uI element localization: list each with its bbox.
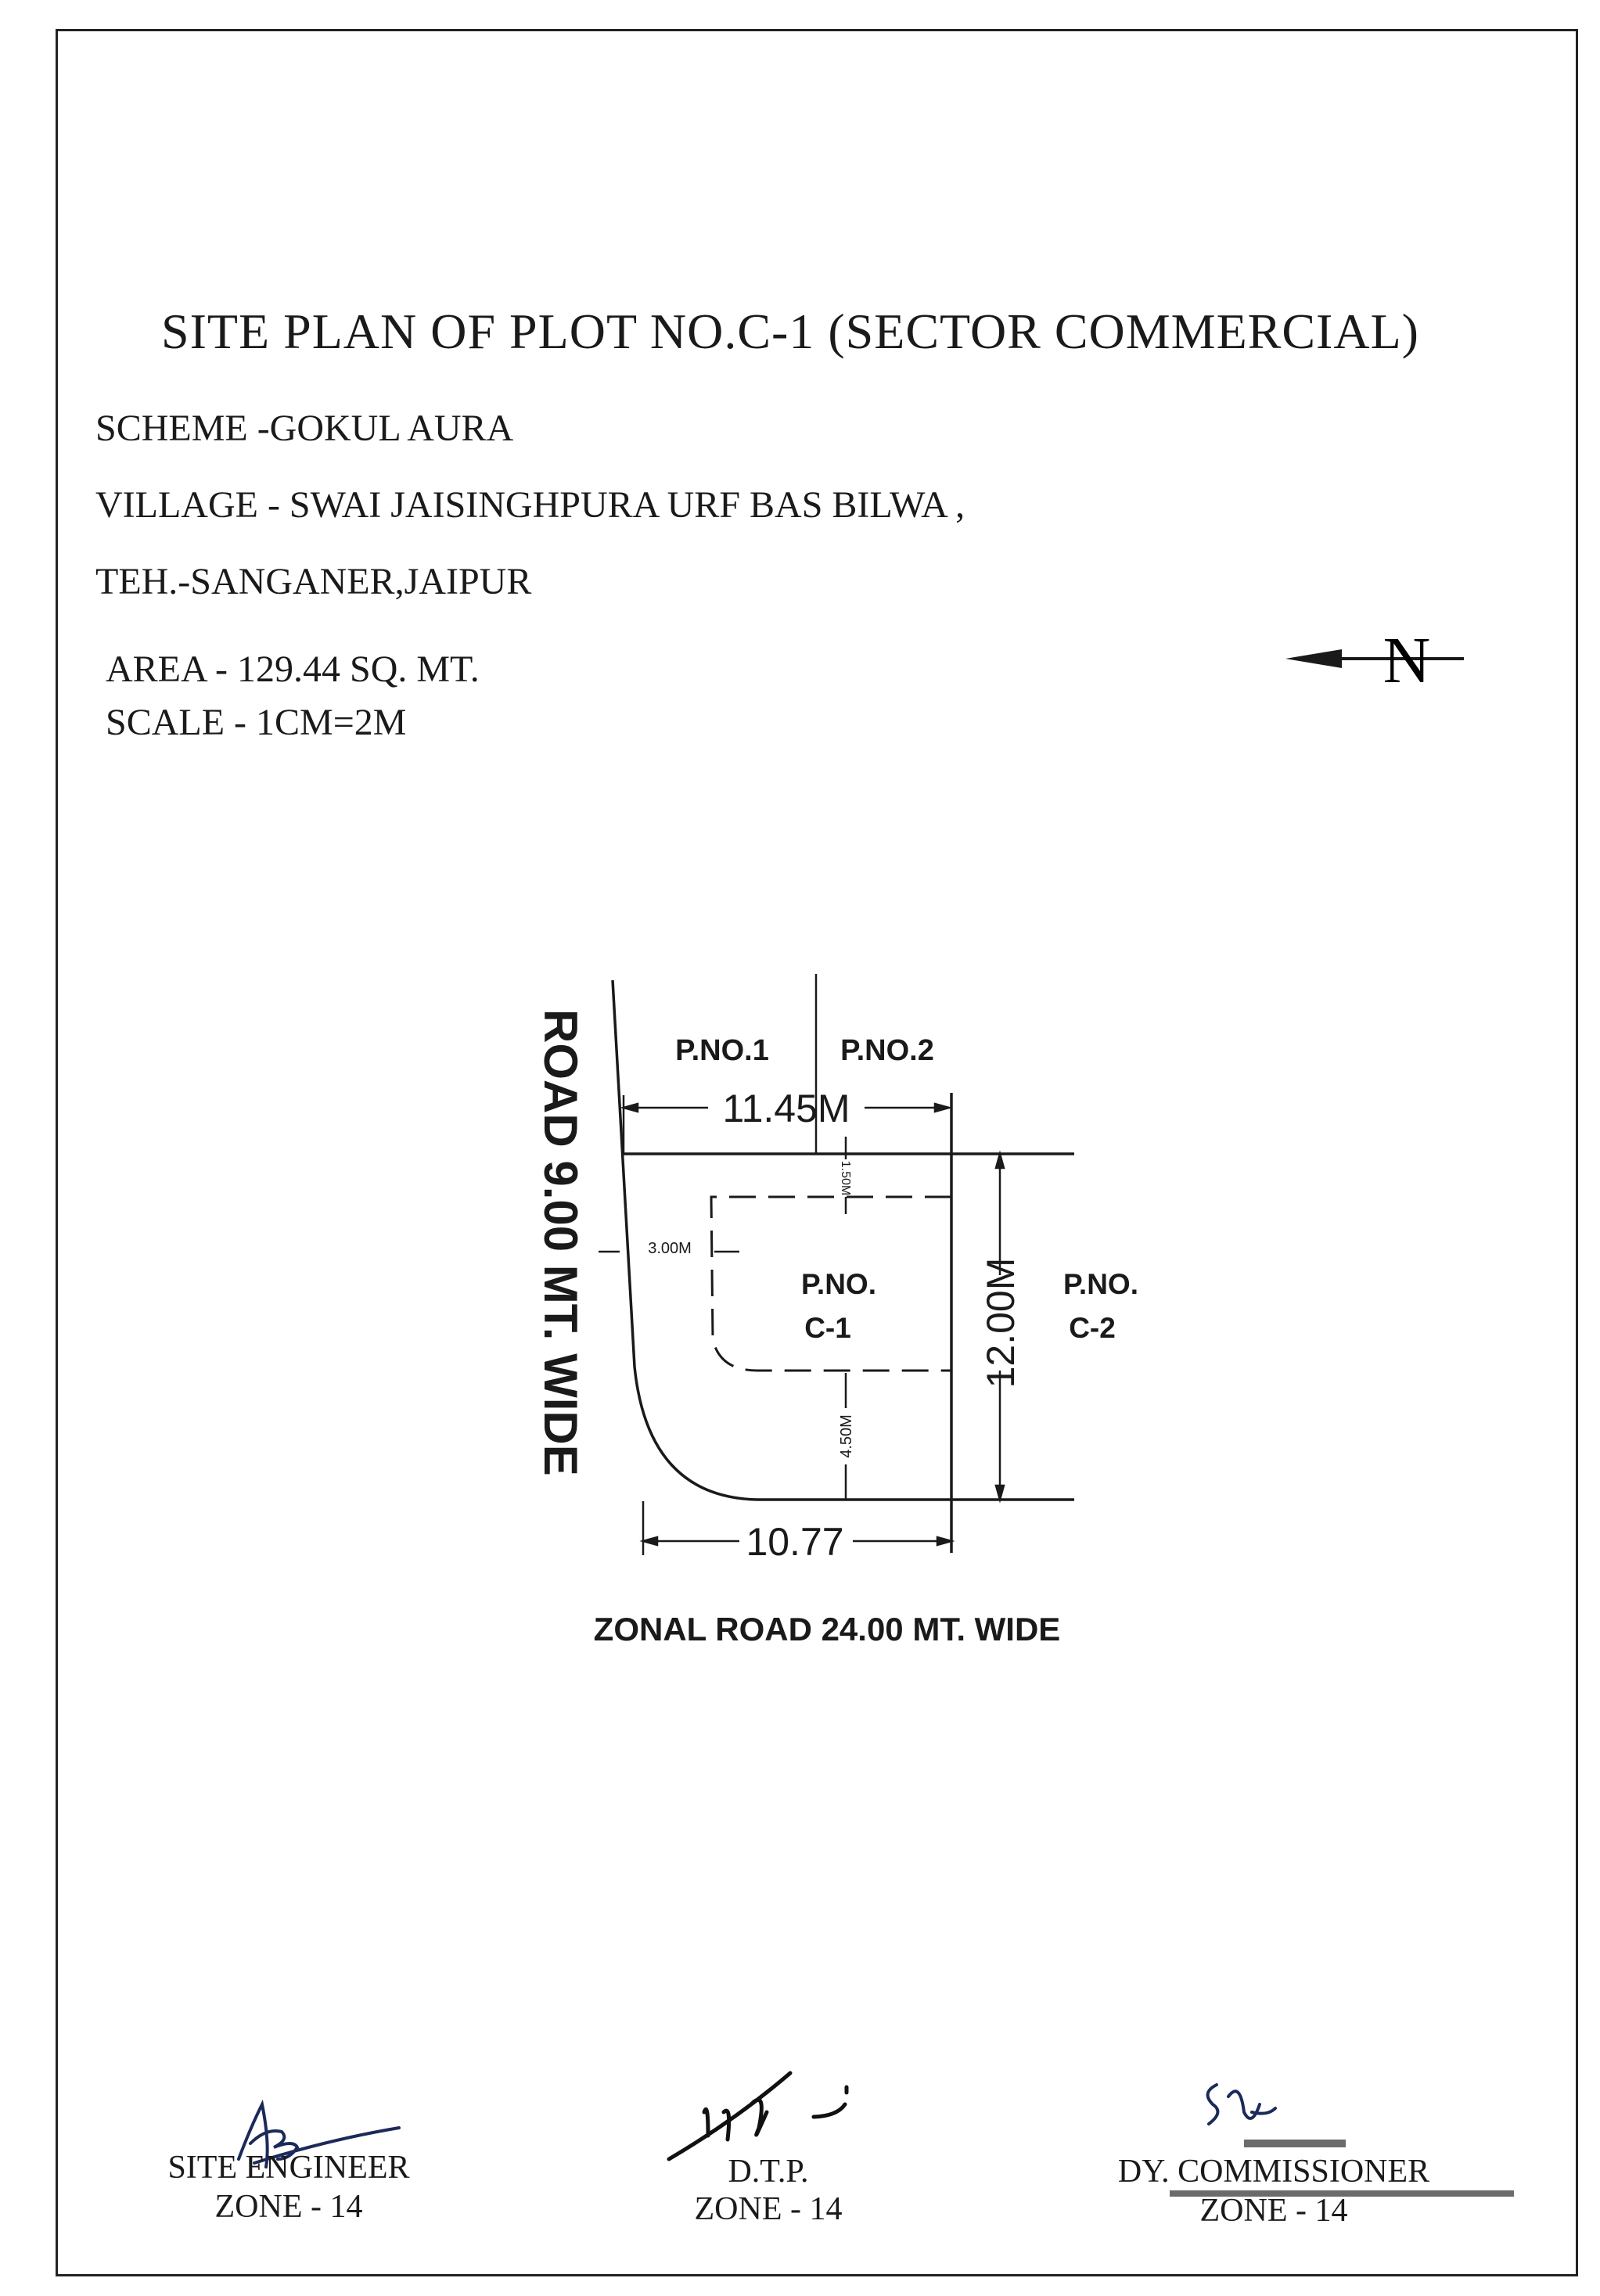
- setback-rear: 1.50M: [839, 1161, 852, 1195]
- scheme-line: SCHEME -GOKUL AURA: [95, 408, 514, 449]
- signatory-zone-site-engineer: ZONE - 14: [214, 2189, 363, 2225]
- plot-c2-number: C-2: [1069, 1312, 1116, 1344]
- signatory-title-site-engineer: SITE ENGINEER: [167, 2150, 410, 2186]
- signature-dy-commissioner: [1206, 2083, 1277, 2125]
- building-setback-line: [710, 1195, 951, 1372]
- dim-bottom: 10.77: [746, 1520, 843, 1564]
- dim-right: 12.00M: [979, 1258, 1023, 1389]
- dim-top: 11.45M: [722, 1087, 850, 1130]
- plot-c1-label: P.NO.: [801, 1268, 876, 1300]
- signatory-zone-dy-commissioner: ZONE - 14: [1199, 2193, 1348, 2229]
- setback-side: 3.00M: [648, 1240, 692, 1257]
- page-border: [56, 29, 1578, 2276]
- village-line: VILLAGE - SWAI JAISINGHPURA URF BAS BILW…: [95, 484, 965, 526]
- plot-c2-label: P.NO.: [1063, 1268, 1138, 1300]
- official-stamp: [1170, 2140, 1514, 2197]
- signatory-title-dtp: D.T.P.: [728, 2154, 809, 2190]
- signature-dtp: [667, 2071, 849, 2161]
- page-title: SITE PLAN OF PLOT NO.C-1 (SECTOR COMMERC…: [161, 304, 1419, 359]
- front-road-label: ZONAL ROAD 24.00 MT. WIDE: [593, 1611, 1061, 1647]
- setback-front: 4.50M: [838, 1414, 855, 1458]
- signatory-zone-dtp: ZONE - 14: [694, 2191, 843, 2227]
- north-label: N: [1383, 624, 1431, 697]
- plot-boundaries: [611, 974, 1074, 1553]
- plot-label-2: P.NO.2: [840, 1034, 934, 1067]
- tehsil-line: TEH.-SANGANER,JAIPUR: [95, 561, 532, 602]
- side-road-label: ROAD 9.00 MT. WIDE: [534, 1009, 587, 1476]
- dimension-lines: [599, 1095, 1012, 1555]
- area-line: AREA - 129.44 SQ. MT.: [106, 649, 480, 690]
- plot-c1-number: C-1: [804, 1312, 851, 1344]
- north-arrow-icon: N: [1285, 624, 1464, 697]
- signatory-title-dy-commissioner: DY. COMMISSIONER: [1117, 2154, 1430, 2190]
- scale-line: SCALE - 1CM=2M: [106, 702, 407, 743]
- plot-label-1: P.NO.1: [675, 1034, 769, 1067]
- signature-site-engineer: [237, 2099, 401, 2168]
